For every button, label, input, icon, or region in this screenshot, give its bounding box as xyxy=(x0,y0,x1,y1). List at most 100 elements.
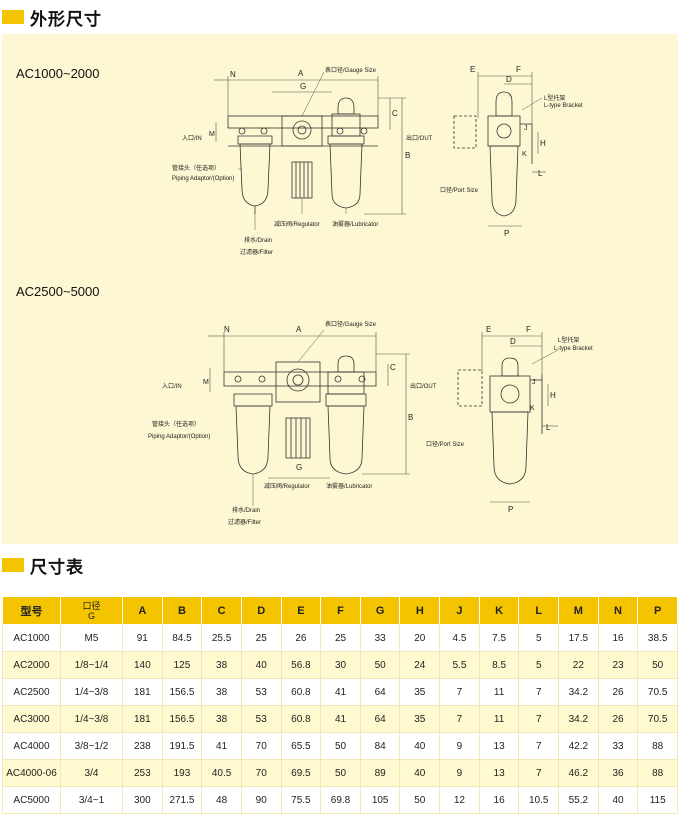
value-cell: 181 xyxy=(122,678,163,706)
svg-text:J: J xyxy=(532,379,536,386)
value-cell: 60.8 xyxy=(280,705,322,733)
value-cell: 156.5 xyxy=(161,678,203,706)
bracket-label-en-1: L-type Bracket xyxy=(544,103,583,109)
svg-text:P: P xyxy=(508,505,513,514)
value-cell: 13 xyxy=(478,732,520,760)
table-header-cell: M xyxy=(558,596,599,625)
value-cell: 35 xyxy=(399,678,441,706)
in-label-2: 入口/IN xyxy=(162,383,182,390)
value-cell: 26 xyxy=(597,705,639,733)
value-cell: 13 xyxy=(478,759,520,787)
svg-text:G: G xyxy=(296,463,302,472)
bracket-label-cn-2: L型托架 xyxy=(558,336,579,344)
table-header-cell: E xyxy=(280,596,322,625)
value-cell: 253 xyxy=(122,759,163,787)
value-cell: 34.2 xyxy=(558,678,599,706)
piping-label-cn-2: 管接头（任选项） xyxy=(152,420,200,428)
drain-label-2: 排水/Drain xyxy=(232,506,260,514)
bracket-label-en-2: L-type Bracket xyxy=(554,346,593,352)
value-cell: 50 xyxy=(359,651,401,679)
table-header-cell: B xyxy=(161,596,203,625)
dim-B-label-1: B xyxy=(405,151,410,160)
value-cell: 53 xyxy=(240,705,282,733)
value-cell: 181 xyxy=(122,705,163,733)
value-cell: 25.5 xyxy=(201,624,242,652)
model-cell: AC2500 xyxy=(2,678,61,706)
value-cell: 7 xyxy=(518,705,560,733)
value-cell: 140 xyxy=(122,651,163,679)
value-cell: 56.8 xyxy=(280,651,322,679)
value-cell: 4.5 xyxy=(439,624,480,652)
value-cell: 40.5 xyxy=(201,759,242,787)
technical-drawing: A G N B C M 表口径/Gauge Size 入口/IN 出口/OUT … xyxy=(148,65,593,526)
section-marker xyxy=(2,10,24,24)
value-cell: 271.5 xyxy=(161,786,203,814)
value-cell: 30 xyxy=(320,651,361,679)
value-cell: 75.5 xyxy=(280,786,322,814)
value-cell: 36 xyxy=(597,759,639,787)
value-cell: 8.5 xyxy=(478,651,520,679)
bracket-label-cn-1: L型托架 xyxy=(544,94,565,102)
value-cell: 88 xyxy=(637,732,678,760)
piping-label-cn-1: 管接头（任选项） xyxy=(172,164,220,172)
table-header-cell: D xyxy=(240,596,282,625)
value-cell: 26 xyxy=(597,678,639,706)
svg-text:N: N xyxy=(224,325,230,334)
value-cell: 90 xyxy=(240,786,282,814)
value-cell: 38 xyxy=(201,678,242,706)
value-cell: 7 xyxy=(518,732,560,760)
value-cell: 7 xyxy=(439,705,480,733)
value-cell: 3/4~1 xyxy=(60,786,123,814)
unit-front-view-1 xyxy=(214,71,406,230)
dim-J-label-1: J xyxy=(524,125,528,132)
unit-side-view-1 xyxy=(453,72,546,227)
value-cell: 41 xyxy=(320,678,361,706)
section-marker xyxy=(2,558,24,572)
value-cell: 26 xyxy=(280,624,322,652)
unit-front-view-2 xyxy=(208,329,410,506)
value-cell: 10.5 xyxy=(518,786,560,814)
value-cell: 50 xyxy=(637,651,678,679)
value-cell: 70 xyxy=(240,732,282,760)
svg-text:A: A xyxy=(296,325,302,334)
value-cell: 20 xyxy=(399,624,441,652)
svg-text:D: D xyxy=(510,337,516,346)
value-cell: 3/4 xyxy=(60,759,123,787)
value-cell: 191.5 xyxy=(161,732,203,760)
regulator-label-2: 减压阀/Regulator xyxy=(264,482,310,490)
value-cell: 48 xyxy=(201,786,242,814)
value-cell: 41 xyxy=(201,732,242,760)
gauge-size-label-1: 表口径/Gauge Size xyxy=(325,66,377,74)
piping-label-en-1: Piping Adaptor/(Option) xyxy=(172,176,234,182)
filter-label-2: 过滤器/Filter xyxy=(228,518,261,526)
value-cell: 89 xyxy=(359,759,401,787)
lubricator-label-2: 油雾器/Lubricator xyxy=(326,482,372,490)
table-header-cell: P xyxy=(637,596,678,625)
port-size-label-2: 口径/Port Size xyxy=(426,440,465,448)
value-cell: 7.5 xyxy=(478,624,520,652)
in-label-1: 入口/IN xyxy=(182,135,202,142)
value-cell: 300 xyxy=(122,786,163,814)
svg-text:E: E xyxy=(486,325,491,334)
table-header-cell: A xyxy=(122,596,163,625)
value-cell: 69.5 xyxy=(280,759,322,787)
value-cell: 55.2 xyxy=(558,786,599,814)
value-cell: 65.5 xyxy=(280,732,322,760)
svg-text:B: B xyxy=(408,413,413,422)
dim-P-label-1: P xyxy=(504,229,509,238)
value-cell: 40 xyxy=(399,759,441,787)
value-cell: 33 xyxy=(597,732,639,760)
svg-text:C: C xyxy=(390,363,396,372)
value-cell: 34.2 xyxy=(558,705,599,733)
value-cell: 23 xyxy=(597,651,639,679)
value-cell: 16 xyxy=(597,624,639,652)
value-cell: 25 xyxy=(320,624,361,652)
value-cell: 84.5 xyxy=(161,624,203,652)
svg-text:L: L xyxy=(546,423,551,432)
dim-H-label-1: H xyxy=(540,139,546,148)
value-cell: 7 xyxy=(439,678,480,706)
